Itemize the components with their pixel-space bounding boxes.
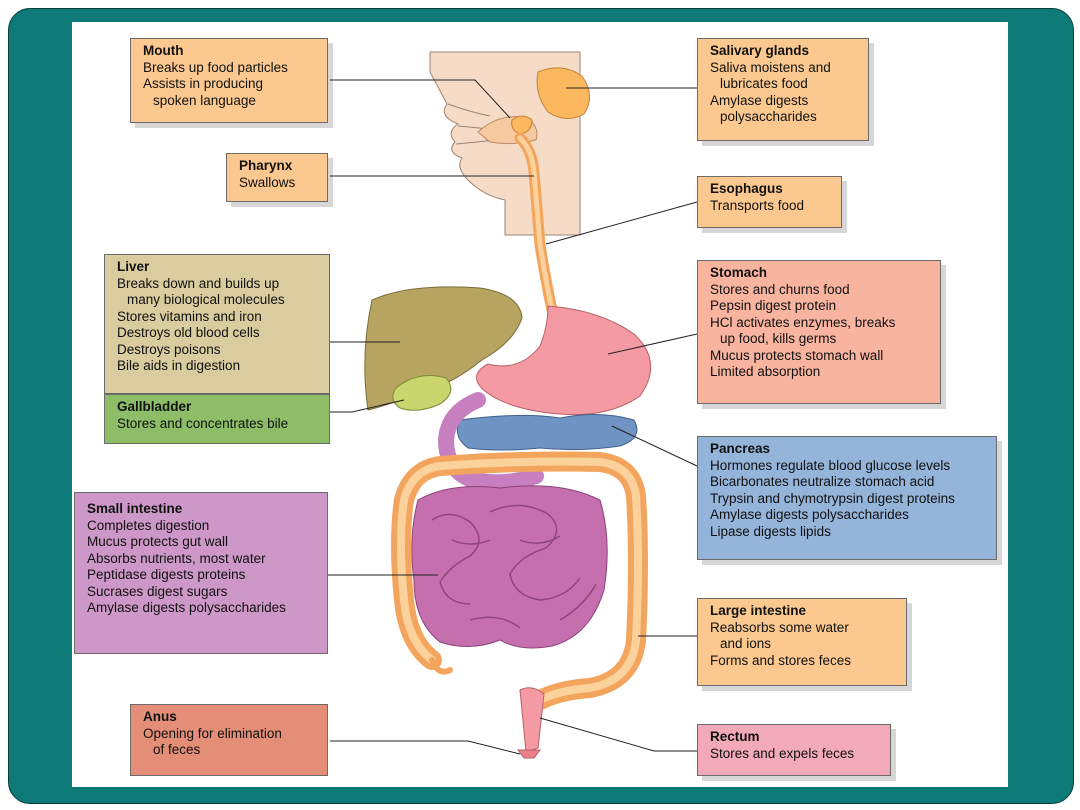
large-intestine-title: Large intestine (710, 603, 807, 618)
rectum-organ (519, 687, 545, 753)
stomach-line-6: Limited absorption (710, 364, 821, 379)
salivary-glands-line-3: Amylase digests (710, 92, 809, 108)
esophagus-highlight (517, 135, 555, 313)
liver-line-6: Bile aids in digestion (117, 358, 241, 373)
leader-rectum (539, 717, 697, 752)
anus-line-1: Opening for elimination (143, 725, 282, 741)
leader-lines (224, 79, 698, 755)
stomach-line-5: Mucus protects stomach wall (710, 347, 884, 363)
small-intestine-line-2: Mucus protects gut wall (87, 534, 229, 549)
liver-line-1: Breaks down and builds up (117, 275, 280, 291)
large-intestine-highlight (397, 457, 642, 704)
salivary-glands-title: Salivary glands (710, 43, 810, 58)
rectum-title: Rectum (710, 729, 760, 744)
label-gallbladder: Gallbladder Stores and concentrates bile (104, 394, 330, 444)
liver-line-5: Destroys poisons (117, 341, 221, 357)
salivary-glands-line-4: polysaccharides (720, 109, 817, 124)
pancreas-organ (456, 413, 638, 451)
label-small-intestine: Small intestine Completes digestion Mucu… (74, 492, 328, 654)
mouth-line-1: Breaks up food particles (143, 59, 288, 75)
small-intestine-coils (431, 504, 597, 629)
anus-title: Anus (143, 709, 177, 724)
leader-esophagus (545, 201, 698, 245)
liver-line-3: Stores vitamins and iron (117, 308, 262, 324)
mouth-line-2: Assists in producing (143, 76, 264, 91)
pancreas-line-3: Trypsin and chymotrypsin digest proteins (710, 490, 955, 506)
salivary-gland (536, 67, 590, 119)
small-intestine-line-1: Completes digestion (87, 517, 210, 533)
stomach-line-3: HCl activates enzymes, breaks (710, 314, 896, 330)
gallbladder-organ (392, 375, 452, 411)
label-pancreas: Pancreas Hormones regulate blood glucose… (697, 436, 997, 560)
pancreas-title: Pancreas (710, 441, 771, 456)
leader-mouth (330, 79, 511, 119)
pancreas-line-1: Hormones regulate blood glucose levels (710, 457, 951, 473)
stomach-line-1: Stores and churns food (710, 281, 850, 297)
stomach-line-2: Pepsin digest protein (710, 298, 837, 313)
liver-organ (364, 286, 523, 411)
small-intestine-mass (411, 485, 608, 649)
label-pharynx: Pharynx Swallows (226, 153, 328, 202)
pancreas-line-4: Amylase digests polysaccharides (710, 507, 909, 522)
label-liver: Liver Breaks down and builds up many bio… (104, 254, 330, 394)
label-salivary-glands: Salivary glands Saliva moistens and lubr… (697, 38, 869, 141)
liver-line-2: many biological molecules (127, 292, 285, 307)
anus-line-2: of feces (153, 742, 201, 757)
leader-pancreas (611, 425, 698, 467)
pancreas-line-2: Bicarbonates neutralize stomach acid (710, 474, 935, 489)
small-intestine-title: Small intestine (87, 501, 183, 516)
label-stomach: Stomach Stores and churns food Pepsin di… (697, 260, 941, 404)
large-intestine-line-1: Reabsorbs some water (710, 619, 849, 635)
small-intestine-line-5: Sucrases digest sugars (87, 583, 228, 599)
pharynx-line-1: Swallows (239, 174, 296, 190)
salivary-glands-line-2: lubricates food (720, 76, 808, 91)
stomach-title: Stomach (710, 265, 768, 280)
liver-line-4: Destroys old blood cells (117, 325, 260, 340)
appendix (429, 657, 453, 675)
pancreas-line-5: Lipase digests lipids (710, 523, 831, 539)
small-intestine-line-3: Absorbs nutrients, most water (87, 550, 266, 566)
label-esophagus: Esophagus Transports food (697, 176, 842, 228)
large-intestine-line-3: Forms and stores feces (710, 652, 852, 668)
rectum-line-1: Stores and expels feces (710, 745, 855, 761)
small-intestine-line-6: Amylase digests polysaccharides (87, 600, 286, 615)
anal-opening (517, 749, 541, 759)
large-intestine-line-2: and ions (720, 636, 772, 651)
mouth-line-3: spoken language (153, 92, 256, 108)
small-intestine-line-4: Peptidase digests proteins (87, 567, 246, 582)
stomach-line-4: up food, kills germs (720, 331, 837, 346)
salivary-gland-small (511, 115, 533, 135)
salivary-glands-line-1: Saliva moistens and (710, 59, 831, 75)
leader-anus (330, 740, 521, 755)
label-large-intestine: Large intestine Reabsorbs some water and… (697, 598, 907, 686)
leader-stomach (607, 333, 698, 355)
liver-title: Liver (117, 259, 150, 274)
label-rectum: Rectum Stores and expels feces (697, 724, 891, 776)
esophagus-title: Esophagus (710, 181, 783, 196)
gallbladder-line-1: Stores and concentrates bile (117, 415, 289, 431)
gallbladder-title: Gallbladder (117, 399, 192, 414)
esophagus-line-1: Transports food (710, 197, 805, 213)
mouth-title: Mouth (143, 43, 184, 58)
stomach-organ (476, 305, 652, 416)
label-anus: Anus Opening for elimination of feces (130, 704, 328, 776)
pharynx-title: Pharynx (239, 158, 293, 173)
label-mouth: Mouth Breaks up food particles Assists i… (130, 38, 328, 123)
